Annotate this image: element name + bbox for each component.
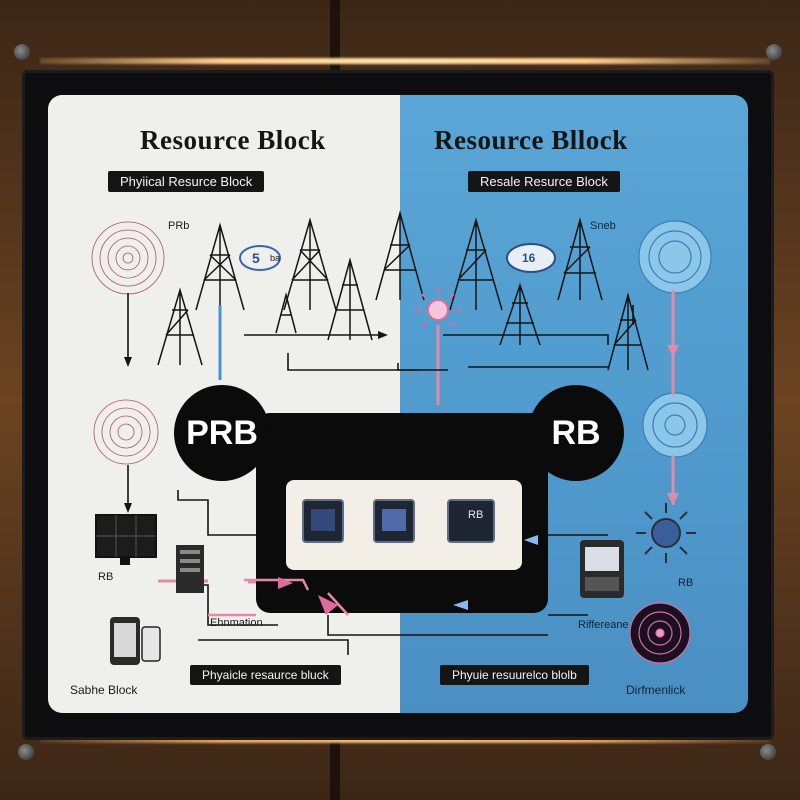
right-rb-label: RB xyxy=(678,577,694,589)
right-subtitle: Resale Resurce Block xyxy=(468,171,620,192)
left-bottom-tag: Phyaicle resaurce bluck xyxy=(190,665,341,685)
signal-path xyxy=(124,331,388,513)
circuit-board xyxy=(256,413,548,613)
eye-badge-icon xyxy=(506,243,556,273)
sun-node-icon xyxy=(415,287,461,333)
signal-rings-icon xyxy=(638,220,712,294)
right-badge-number: 16 xyxy=(522,251,536,265)
prb-bubble: PRB xyxy=(174,385,270,481)
screw-icon xyxy=(760,744,776,760)
diagram-panel: PRB RB Resource Block Resource Bllock Ph… xyxy=(48,95,748,713)
left-tower-label: PRb xyxy=(168,220,190,232)
left-subtitle: Phyiical Resurce Block xyxy=(108,171,265,192)
diagram-graphics xyxy=(91,210,712,665)
signal-rings-icon xyxy=(93,399,159,465)
right-bottom-tag: Phyuie resuurelco blolb xyxy=(440,665,589,685)
terminal-icon xyxy=(580,540,624,598)
screw-icon xyxy=(766,44,782,60)
signal-rings-icon xyxy=(642,392,708,458)
signal-path xyxy=(327,534,608,636)
bottom-light-strip xyxy=(40,738,770,743)
left-title: Resource Block xyxy=(140,125,326,155)
right-corner-label: Dirfmenlick xyxy=(626,683,686,697)
arrow-icon xyxy=(453,535,538,610)
badge-icon xyxy=(239,245,281,271)
right-tower-label: Sneb xyxy=(590,220,616,232)
left-badge-suffix: ba xyxy=(270,253,281,263)
tower-icon xyxy=(157,210,649,371)
right-title: Resource Bllock xyxy=(434,125,628,155)
monitor-icon xyxy=(95,514,157,565)
arrow-icon xyxy=(278,577,338,615)
rb-bubble: RB xyxy=(528,385,624,481)
top-light-strip xyxy=(40,58,770,64)
virus-node-icon xyxy=(636,503,696,563)
signal-rings-icon xyxy=(629,602,691,664)
server-icon xyxy=(176,545,204,593)
left-rb-label: RB xyxy=(98,571,114,583)
right-connection-label: Riffereane xyxy=(578,619,629,631)
chip-rb-label: RB xyxy=(468,509,484,521)
screw-icon xyxy=(14,44,30,60)
left-connection-label: Ehnmation xyxy=(210,617,263,629)
left-badge-number: 5 xyxy=(252,250,260,266)
phone-icon xyxy=(110,617,161,665)
signal-rings-icon xyxy=(91,221,165,295)
left-corner-label: Sabhe Block xyxy=(70,683,138,697)
signal-path xyxy=(397,305,634,371)
pink-link xyxy=(208,578,349,617)
screw-icon xyxy=(18,744,34,760)
